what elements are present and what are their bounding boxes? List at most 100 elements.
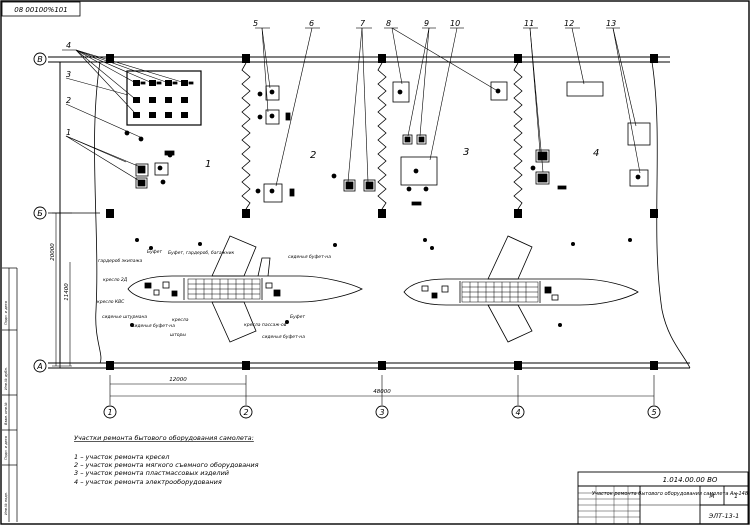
zone-2-equipment <box>255 85 376 203</box>
label-pilot-seats: кресла пассаж-ов <box>244 323 287 328</box>
column-1-top <box>106 54 114 63</box>
legend-item-4: 4 – участок ремонта электрооборудования <box>74 478 222 486</box>
column-3-mid <box>378 209 386 218</box>
column-1-mid <box>106 209 114 218</box>
strip-label-2: Подп. и дата <box>4 436 8 460</box>
label-seats-right: сиденья буфет-на <box>262 334 305 340</box>
axis-label-b: Б <box>37 209 43 218</box>
left-margin-strip <box>2 267 18 522</box>
axis-col-3-label: 3 <box>379 408 384 417</box>
title-block <box>577 471 749 525</box>
left-strip-labels: Инв.№ подл. Подп. и дата Взам. инв.№ Инв… <box>4 301 8 515</box>
partitions <box>241 62 523 210</box>
title-description-line: Участок ремонта бытового оборудования са… <box>592 491 748 497</box>
axis-label-v: В <box>37 55 43 64</box>
seat-rack <box>126 70 202 126</box>
building-walls <box>48 56 691 369</box>
label-door: шторы <box>170 333 186 338</box>
column-2-mid <box>242 209 250 218</box>
legend-item-2: 2 – участок ремонта мягкого съемного обо… <box>74 461 259 469</box>
zone-1-label: 1 <box>205 159 211 170</box>
legend-item-3: 3 – участок ремонта пластмассовых издели… <box>74 469 229 477</box>
floor-equipment <box>130 238 632 327</box>
strip-label-4: Инв.№ дубл. <box>4 367 8 390</box>
axis-col-2-label: 2 <box>243 408 248 417</box>
label-seat-kvs: кресло КВС <box>97 299 125 305</box>
plane-annotations: Буфет Буфет, гардероб, багажник гардероб… <box>97 249 331 340</box>
column-4-top <box>514 54 522 63</box>
dim-height-ab: 20000 <box>50 243 56 261</box>
column-2-bot <box>242 361 250 370</box>
doc-code: 1.014.00.00 ВО <box>663 476 718 484</box>
label-seats-buffet: сиденья буфет-на <box>132 323 175 329</box>
columns <box>106 54 658 370</box>
legend-title: Участки ремонта бытового оборудования са… <box>74 434 254 442</box>
strip-label-5: Подп. и дата <box>4 301 8 325</box>
label-wardrobe-crew: гардероб экипажа <box>98 258 143 264</box>
callout-5: 5 <box>253 19 258 28</box>
sheet-letter: М <box>709 493 715 500</box>
callout-2: 2 <box>66 96 71 105</box>
axis-marker-v <box>33 52 47 66</box>
leader-lines <box>62 27 641 187</box>
group-code: ЭЛТ-13-1 <box>708 512 740 520</box>
zone-3-equipment <box>392 81 508 206</box>
axis-col-1 <box>103 405 117 419</box>
axis-col-4 <box>511 405 525 419</box>
callout-7: 7 <box>360 19 366 28</box>
callout-numbers: 4 3 2 1 5 6 7 8 9 10 11 12 13 <box>66 19 616 137</box>
callout-9: 9 <box>424 19 429 28</box>
axis-marker-a <box>33 359 47 373</box>
column-3-bot <box>378 361 386 370</box>
column-4-mid <box>514 209 522 218</box>
callout-6: 6 <box>309 19 314 28</box>
title-description: Участок ремонта бытового оборудования са… <box>592 491 748 497</box>
column-5-top <box>650 54 658 63</box>
callout-13: 13 <box>606 19 616 28</box>
label-seats-top: сиденья буфет-на <box>288 254 331 260</box>
callout-10: 10 <box>450 19 460 28</box>
axis-col-2 <box>239 405 253 419</box>
column-5-mid <box>650 209 658 218</box>
callout-11: 11 <box>524 19 534 28</box>
airplane-left <box>127 235 363 343</box>
dimension-lines <box>52 212 655 405</box>
dim-total: 48000 <box>373 389 391 395</box>
axis-rows: В Б А <box>33 52 47 373</box>
axis-marker-b <box>33 206 47 220</box>
label-seat-side: кресла <box>172 318 189 323</box>
column-4-bot <box>514 361 522 370</box>
zone-1-equipment <box>124 70 202 189</box>
workbench <box>135 163 149 177</box>
column-1-bot <box>106 361 114 370</box>
axis-col-3 <box>375 405 389 419</box>
label-seat-2d: кресло 2Д <box>103 277 128 283</box>
stamp-code: 08 00100%101 <box>14 6 67 14</box>
callout-8: 8 <box>386 19 391 28</box>
label-buffet-seats: Буфет, гардероб, багажник <box>168 250 235 256</box>
axis-col-5 <box>647 405 661 419</box>
legend-item-1: 1 – участок ремонта кресел <box>74 453 169 461</box>
label-seats-navigator: сиденье штурмана <box>102 315 147 320</box>
zone-4-equipment <box>530 81 651 190</box>
zone-3-label: 3 <box>463 147 469 158</box>
column-2-top <box>242 54 250 63</box>
label-buffet: Буфет <box>147 249 162 255</box>
column-3-top <box>378 54 386 63</box>
legend: Участки ремонта бытового оборудования са… <box>74 434 259 486</box>
zone-2-label: 2 <box>310 150 316 161</box>
column-5-bot <box>650 361 658 370</box>
zone-4-label: 4 <box>593 148 599 159</box>
airplane-right <box>403 235 639 343</box>
axis-col-1-label: 1 <box>107 408 112 417</box>
axis-label-a: А <box>36 362 42 371</box>
dim-bay: 12000 <box>169 377 187 383</box>
axis-cols: 1 2 3 4 5 <box>103 405 661 419</box>
callout-4: 4 <box>66 41 71 50</box>
zone-numbers: 1 2 3 4 <box>205 147 599 170</box>
stamp-box <box>1 1 81 17</box>
callout-12: 12 <box>564 19 574 28</box>
strip-label-1: Инв.№ подл. <box>4 492 8 515</box>
